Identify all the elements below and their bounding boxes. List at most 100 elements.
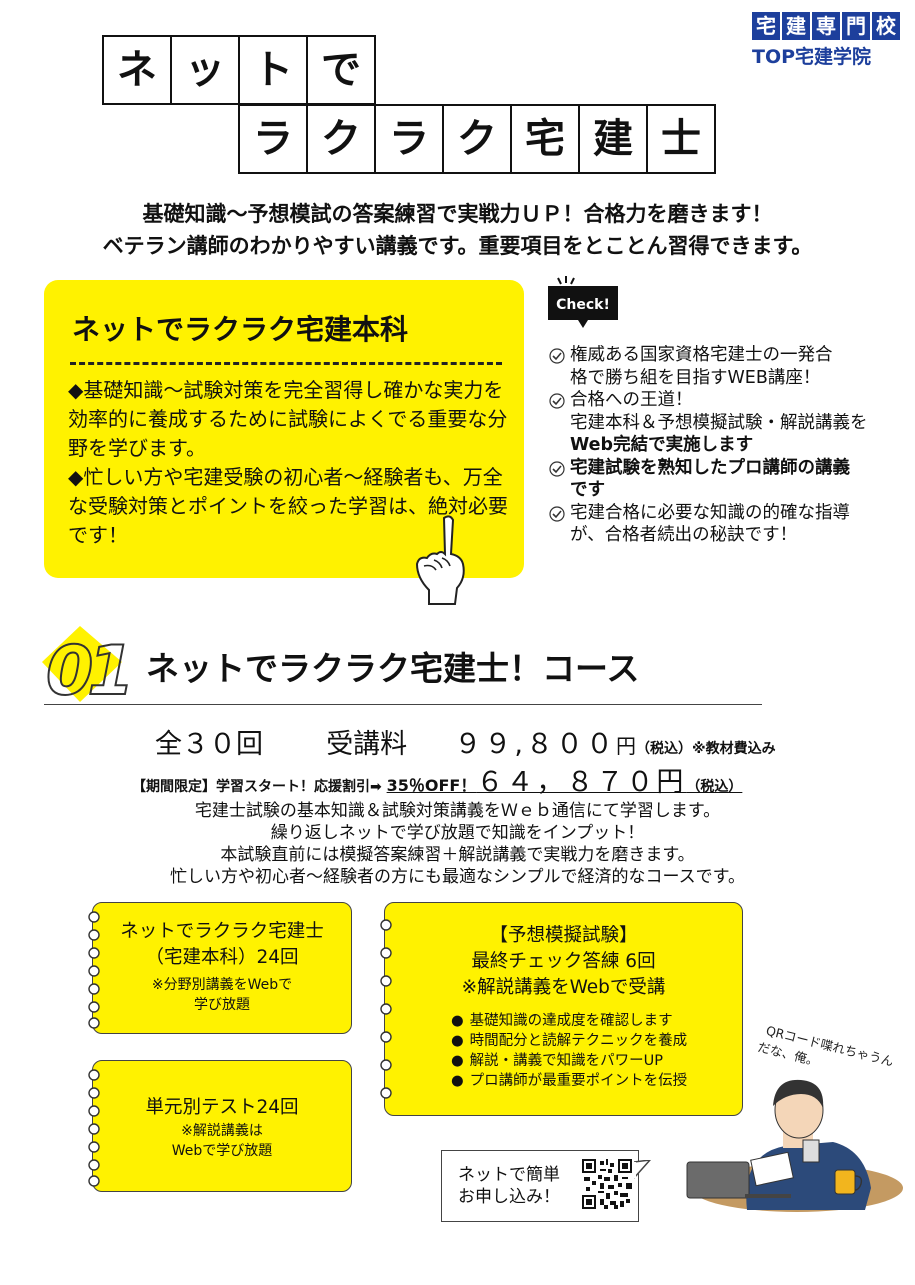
check-text: 格で勝ち組を目指すWEB講座！	[570, 367, 821, 388]
qr-code-icon[interactable]	[582, 1159, 632, 1209]
title-char: 士	[646, 104, 716, 174]
logo-char: 建	[782, 12, 810, 40]
price-row: 全３０回 受講料 ９９,８００円（税込）※教材費込み	[155, 722, 776, 761]
feature-bullets: 基礎知識の達成度を確認します 時間配分と読解テクニックを養成 解説・講義で知識を…	[451, 1011, 688, 1091]
check-text: 合格への王道！	[570, 390, 693, 410]
card-line: ※解説講義は	[181, 1123, 263, 1139]
course-card-mock-exam: 【予想模擬試験】 最終チェック答練 6回 ※解説講義をWebで受講 基礎知識の達…	[380, 902, 743, 1116]
check-text: 宅建本科＆予想模擬試験・解説講義を	[570, 412, 868, 433]
speech-text: QRコード喋れちゃうん だな、俺。	[756, 1023, 892, 1069]
section-number: 01	[42, 626, 136, 708]
check-text: Web完結で実施します	[570, 435, 754, 455]
body-paragraph: ◆基礎知識〜試験対策を完全習得し確かな実力を効率的に養成するために試験によくでる…	[68, 378, 508, 460]
card-line: ネットでラクラク宅建士	[120, 921, 324, 942]
card-line: （宅建本科）24回	[145, 947, 299, 968]
title-char: で	[306, 35, 376, 105]
card-title: 【予想模擬試験】 最終チェック答練 6回 ※解説講義をWebで受講	[385, 923, 742, 1001]
checkmark-icon	[549, 460, 565, 477]
course-description: 宅建士試験の基本知識＆試験対策講義をＷｅｂ通信にて学習します。 繰り返しネットで…	[0, 800, 915, 888]
dashed-divider	[70, 362, 502, 365]
intro-line: 基礎知識〜予想模試の答案練習で実戦力ＵＰ！合格力を磨きます！	[142, 202, 773, 226]
list-item: 基礎知識の達成度を確認します	[451, 1011, 687, 1031]
title-row-2: ラ ク ラ ク 宅 建 士	[238, 104, 716, 174]
pointing-hand-icon	[415, 515, 465, 605]
title-char: ト	[238, 35, 308, 105]
intro-line: ベテラン講師のわかりやすい講義です。重要項目をとことん習得できます。	[102, 234, 813, 258]
sessions: 全３０回	[155, 729, 263, 760]
card-line: ※解説講義をWebで受講	[461, 977, 666, 998]
check-text: 宅建試験を熟知したプロ講師の講義	[570, 457, 850, 478]
promo-price: ６４，８７０円	[476, 767, 687, 798]
notebook-rings-icon	[88, 911, 100, 1029]
checkmark-icon	[549, 393, 565, 409]
school-logo: 宅 建 専 門 校 TOP宅建学院	[752, 12, 900, 69]
card-line: 最終チェック答練 6回	[471, 951, 656, 972]
logo-char: 宅	[752, 12, 780, 40]
intro-text: 基礎知識〜予想模試の答案練習で実戦力ＵＰ！合格力を磨きます！ ベテラン講師のわか…	[0, 198, 915, 262]
list-item: 権威ある国家資格宅建士の一発合格で勝ち組を目指すWEB講座！	[548, 344, 898, 389]
apply-line: お申し込み！	[458, 1187, 560, 1207]
logo-char: 専	[812, 12, 840, 40]
main-course-body: ◆基礎知識〜試験対策を完全習得し確かな実力を効率的に養成するために試験によくでる…	[68, 376, 508, 550]
price: ９９,８００	[454, 729, 616, 760]
section-number-text: 01	[46, 632, 129, 708]
logo-name: TOP宅建学院	[752, 46, 872, 68]
student-illustration	[686, 1079, 903, 1212]
body-paragraph: ◆忙しい方や宅建受験の初心者〜経験者も、万全な受験対策とポイントを絞った学習は、…	[68, 465, 508, 547]
check-text: 宅建合格に必要な知識の的確な指導	[570, 502, 850, 523]
desc-line: 宅建士試験の基本知識＆試験対策講義をＷｅｂ通信にて学習します。	[194, 801, 721, 821]
list-item: 宅建合格に必要な知識の的確な指導が、合格者続出の秘訣です！	[548, 502, 898, 547]
course-card-main: ネットでラクラク宅建士 （宅建本科）24回 ※分野別講義をWebで 学び放題	[88, 902, 352, 1034]
main-course-title: ネットでラクラク宅建本科	[72, 313, 409, 346]
list-item: 解説・講義で知識をパワーUP	[451, 1051, 687, 1071]
title-char: ッ	[170, 35, 240, 105]
card-title: ネットでラクラク宅建士 （宅建本科）24回	[93, 919, 351, 971]
list-item: プロ講師が最重要ポイントを伝授	[451, 1071, 688, 1091]
notebook-rings-icon	[380, 919, 392, 1099]
fee-label: 受講料	[326, 729, 408, 760]
promo-label: 【期間限定】学習スタート！応援割引	[132, 779, 370, 795]
card-line: Webで学び放題	[171, 1143, 273, 1159]
check-badge: Check!	[548, 276, 618, 328]
card-line: 【予想模擬試験】	[489, 925, 638, 946]
promo-tax: （税込）	[686, 779, 743, 795]
checkmark-icon	[549, 348, 565, 364]
speech-tail-icon	[634, 1160, 652, 1179]
check-text: です	[570, 480, 605, 500]
title-char: 宅	[510, 104, 580, 174]
card-title: 単元別テスト24回	[145, 1097, 299, 1118]
course-card-unit-test: 単元別テスト24回 ※解説講義は Webで学び放題	[88, 1060, 352, 1192]
list-item: 時間配分と読解テクニックを養成	[451, 1031, 688, 1051]
logo-char: 門	[842, 12, 870, 40]
checkmark-icon	[549, 505, 565, 522]
material-note: ※教材費込み	[691, 741, 776, 757]
logo-char: 校	[872, 12, 900, 40]
section-underline	[44, 704, 762, 705]
card-note: ※解説講義は Webで学び放題	[93, 1121, 351, 1161]
notebook-rings-icon	[88, 1069, 100, 1187]
list-item: 宅建試験を熟知したプロ講師の講義です	[548, 457, 898, 502]
check-text: 権威ある国家資格宅建士の一発合	[570, 345, 833, 365]
title-char: ク	[442, 104, 512, 174]
desc-line: 繰り返しネットで学び放題で知識をインプット！	[270, 823, 645, 843]
title-char: ク	[306, 104, 376, 174]
title-char: 建	[578, 104, 648, 174]
title-row-1: ネ ッ ト で	[102, 35, 376, 105]
check-badge-label: Check!	[556, 297, 610, 313]
section-title: ネットでラクラク宅建士！コース	[146, 649, 640, 688]
apply-line: ネットで簡単	[458, 1165, 560, 1185]
title-char: ラ	[374, 104, 444, 174]
yen: 円	[615, 734, 636, 758]
desc-line: 本試験直前には模擬答案練習＋解説講義で実戦力を磨きます。	[220, 845, 695, 865]
promo-row: 【期間限定】学習スタート！応援割引➡ 35％OFF！６４，８７０円（税込）	[132, 760, 742, 799]
title-char: ラ	[238, 104, 308, 174]
apply-text: ネットで簡単 お申し込み！	[458, 1164, 560, 1208]
title-char: ネ	[102, 35, 172, 105]
apply-box[interactable]: ネットで簡単 お申し込み！	[441, 1150, 639, 1222]
logo-characters: 宅 建 専 門 校	[752, 12, 900, 40]
check-list: 権威ある国家資格宅建士の一発合格で勝ち組を目指すWEB講座！ 合格への王道！宅建…	[548, 344, 898, 547]
check-text: が、合格者続出の秘訣です！	[570, 525, 798, 545]
card-line: 学び放題	[194, 997, 250, 1013]
card-line: ※分野別講義をWebで	[151, 977, 293, 993]
